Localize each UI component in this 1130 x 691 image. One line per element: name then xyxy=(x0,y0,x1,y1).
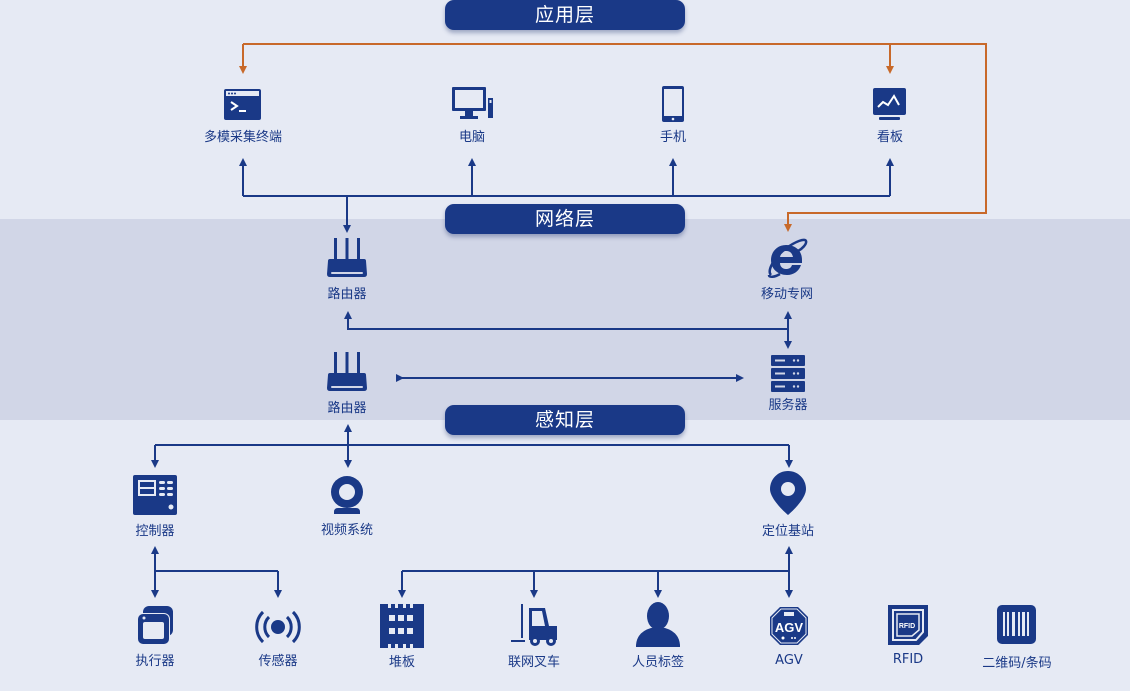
node-label: 移动专网 xyxy=(760,287,813,302)
rfid-tag-icon: RFID xyxy=(888,605,928,645)
node-label: 二维码/条码 xyxy=(982,656,1052,671)
node-pallet-rack[interactable]: 堆板 xyxy=(342,604,462,670)
node-label: 服务器 xyxy=(768,398,808,413)
node-sensor[interactable]: 传感器 xyxy=(218,604,338,669)
pallet-rack-icon xyxy=(380,604,424,648)
perception-layer-band xyxy=(0,420,1130,691)
node-label: 定位基站 xyxy=(761,524,814,539)
network-layer-title: 网络层 xyxy=(445,204,685,234)
internet-explorer-icon xyxy=(767,238,808,279)
agv-icon-text: AGV xyxy=(775,620,804,635)
network-layer-band xyxy=(0,219,1130,420)
node-label: 多模采集终端 xyxy=(203,130,282,145)
node-label: 手机 xyxy=(659,130,686,145)
node-mobile-phone[interactable]: 手机 xyxy=(613,86,733,145)
node-label: RFID xyxy=(892,652,924,667)
node-label: 堆板 xyxy=(388,655,415,670)
router-icon xyxy=(327,238,367,277)
perception-layer-title: 感知层 xyxy=(445,405,685,435)
node-label: 视频系统 xyxy=(320,523,373,538)
node-label: 看板 xyxy=(876,130,903,145)
node-networked-forklift[interactable]: 联网叉车 xyxy=(474,604,594,670)
node-label: 控制器 xyxy=(135,524,175,539)
location-pin-icon xyxy=(770,471,806,515)
node-server[interactable]: 服务器 xyxy=(728,354,848,413)
dashboard-monitor-icon xyxy=(873,88,906,120)
webcam-icon xyxy=(331,476,363,514)
node-dashboard[interactable]: 看板 xyxy=(830,86,950,145)
node-router-lower[interactable]: 路由器 xyxy=(287,351,407,416)
node-label: 电脑 xyxy=(458,130,485,145)
node-multimode-terminal[interactable]: 多模采集终端 xyxy=(183,86,303,145)
blue-connectors xyxy=(151,158,894,598)
router-icon xyxy=(327,352,367,391)
node-label: 路由器 xyxy=(327,401,367,416)
node-router-upper[interactable]: 路由器 xyxy=(287,237,407,302)
server-icon xyxy=(771,355,805,392)
actuator-windows-icon xyxy=(137,606,173,645)
mobile-phone-icon xyxy=(662,86,684,122)
barcode-icon xyxy=(997,605,1036,644)
node-controller[interactable]: 控制器 xyxy=(95,474,215,539)
node-label: 人员标签 xyxy=(631,655,684,670)
node-mobile-private-network[interactable]: 移动专网 xyxy=(727,237,847,302)
node-label: 路由器 xyxy=(327,287,367,302)
node-label: 联网叉车 xyxy=(507,655,560,670)
node-personnel-tag[interactable]: 人员标签 xyxy=(598,601,718,670)
node-label: 执行器 xyxy=(135,654,175,669)
node-positioning-base-station[interactable]: 定位基站 xyxy=(728,470,848,539)
terminal-icon xyxy=(224,89,261,120)
application-layer-band xyxy=(0,0,1130,219)
node-actuator[interactable]: 执行器 xyxy=(95,604,215,669)
node-agv[interactable]: AGV AGV xyxy=(729,605,849,668)
sensor-broadcast-icon xyxy=(255,610,301,644)
desktop-computer-icon xyxy=(452,87,493,119)
orange-feedback-connector xyxy=(239,43,987,232)
forklift-icon xyxy=(511,604,557,646)
application-layer-title: 应用层 xyxy=(445,0,685,30)
person-icon xyxy=(636,602,680,647)
node-qr-barcode[interactable]: 二维码/条码 xyxy=(957,604,1077,671)
node-rfid[interactable]: RFID RFID xyxy=(848,604,968,667)
node-computer[interactable]: 电脑 xyxy=(412,86,532,145)
node-label: 传感器 xyxy=(258,654,298,669)
agv-icon: AGV xyxy=(770,607,808,645)
rfid-icon-text: RFID xyxy=(899,623,915,630)
node-video-system[interactable]: 视频系统 xyxy=(287,474,407,538)
controller-icon xyxy=(133,475,177,515)
node-label: AGV xyxy=(775,653,803,668)
